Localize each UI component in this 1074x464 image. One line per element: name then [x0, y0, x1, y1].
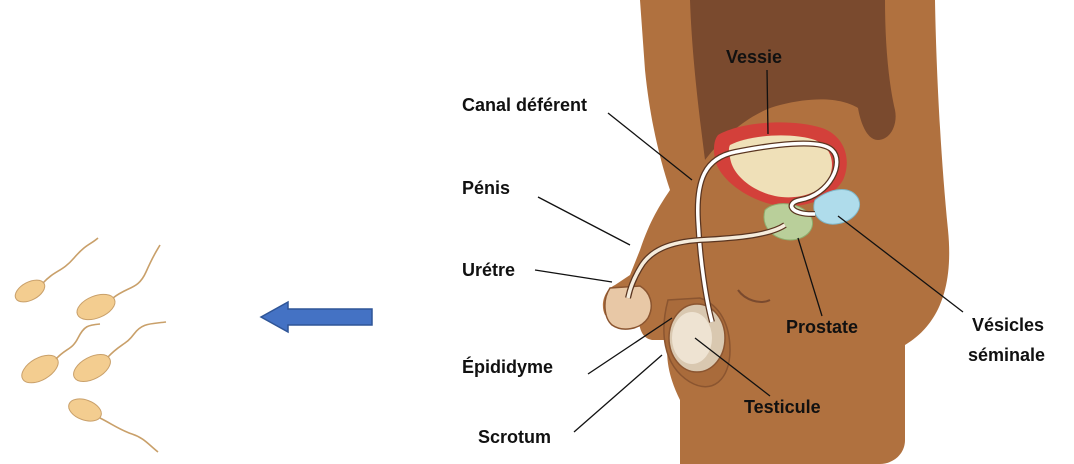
label-uretre: Urétre [462, 260, 515, 280]
label-prostate: Prostate [786, 317, 858, 337]
label-penis: Pénis [462, 178, 510, 198]
label-vesicules-line2: séminale [968, 345, 1045, 365]
sperm-cell [66, 395, 158, 452]
label-scrotum: Scrotum [478, 427, 551, 447]
label-vessie: Vessie [726, 47, 782, 67]
label-testicule: Testicule [744, 397, 821, 417]
testis-shape [669, 304, 725, 372]
sperm-cells-icon [12, 238, 166, 452]
arrow-left-icon [261, 302, 372, 332]
label-canal-deferent: Canal déférent [462, 95, 587, 115]
label-vesicules-line1: Vésicles [972, 315, 1044, 335]
sperm-cell [73, 245, 160, 325]
sperm-cell [69, 322, 166, 387]
sperm-cell [12, 238, 98, 306]
label-epididyme: Épididyme [462, 356, 553, 377]
